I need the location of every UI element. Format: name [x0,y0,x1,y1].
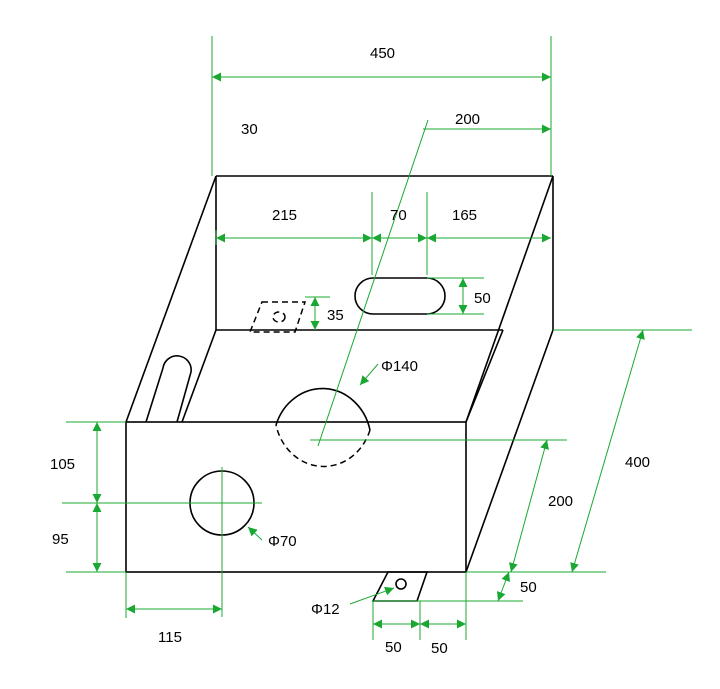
label-slot-70: 70 [390,207,407,224]
leader-phi12 [349,586,395,605]
label-height-105: 105 [50,456,75,473]
large-hole-dashed-arc [275,424,371,468]
label-rect-35: 35 [327,307,344,324]
dim-400 [570,329,645,573]
label-tab-50-a: 50 [385,639,402,656]
left-side-top-edge [125,175,217,423]
label-top-165: 165 [452,207,477,224]
center-line-long [317,119,429,447]
right-side-bottom-edge [465,329,554,573]
label-hole-phi12: Φ12 [311,601,340,618]
label-hole-phi140: Φ140 [381,358,418,375]
side-slot [145,355,192,423]
dashed-rectangle-small-hole [272,311,286,323]
label-slot-height-50: 50 [474,290,491,307]
leader-phi140 [359,363,379,386]
label-tab-50-side: 50 [520,579,537,596]
dimension-labels: 450 30 200 215 70 165 50 35 Φ140 400 105… [50,45,650,657]
large-hole-solid-arc [275,387,371,431]
dimension-lines [62,36,692,640]
label-offset-30: 30 [241,121,258,138]
label-tab-50-b: 50 [431,640,448,657]
label-side-200: 200 [548,493,573,510]
bottom-tab [371,571,429,602]
leader-phi70 [247,526,263,541]
left-side-inner-edge [181,329,217,423]
label-bottom-115: 115 [158,629,182,646]
dim-50-side [496,571,511,602]
dashed-rectangle-hole [248,301,307,333]
front-face [125,421,467,573]
inner-floor-edge [465,329,504,423]
tab-hole-phi12 [395,578,407,590]
label-hole-phi70: Φ70 [268,533,297,550]
label-height-95: 95 [52,531,69,548]
right-side-top-edge [465,175,554,423]
label-offset-200-top: 200 [455,111,480,128]
label-overall-width: 450 [370,45,395,62]
label-depth-400: 400 [625,454,650,471]
dim-200-side [509,439,549,573]
label-top-215: 215 [272,207,297,224]
